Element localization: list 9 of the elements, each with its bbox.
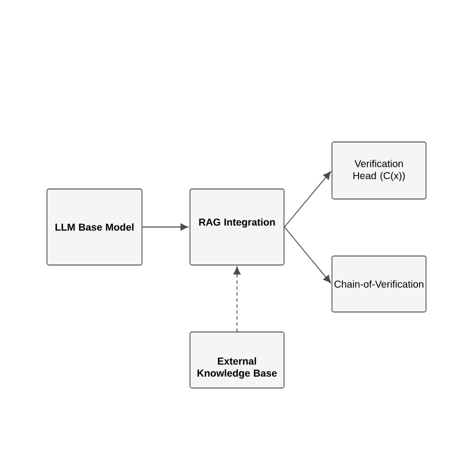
arrow: [284, 171, 331, 228]
process-box: Verification Head (C(x)): [332, 142, 426, 200]
process-box: Chain-of-Verification: [332, 256, 426, 312]
process-box: LLM Base Model: [46, 188, 142, 266]
arrow: [233, 266, 241, 332]
arrow: [284, 226, 331, 284]
process-box: External Knowledge Base: [190, 332, 284, 388]
arrow: [142, 223, 188, 231]
process-box: RAG Integration: [190, 188, 284, 266]
